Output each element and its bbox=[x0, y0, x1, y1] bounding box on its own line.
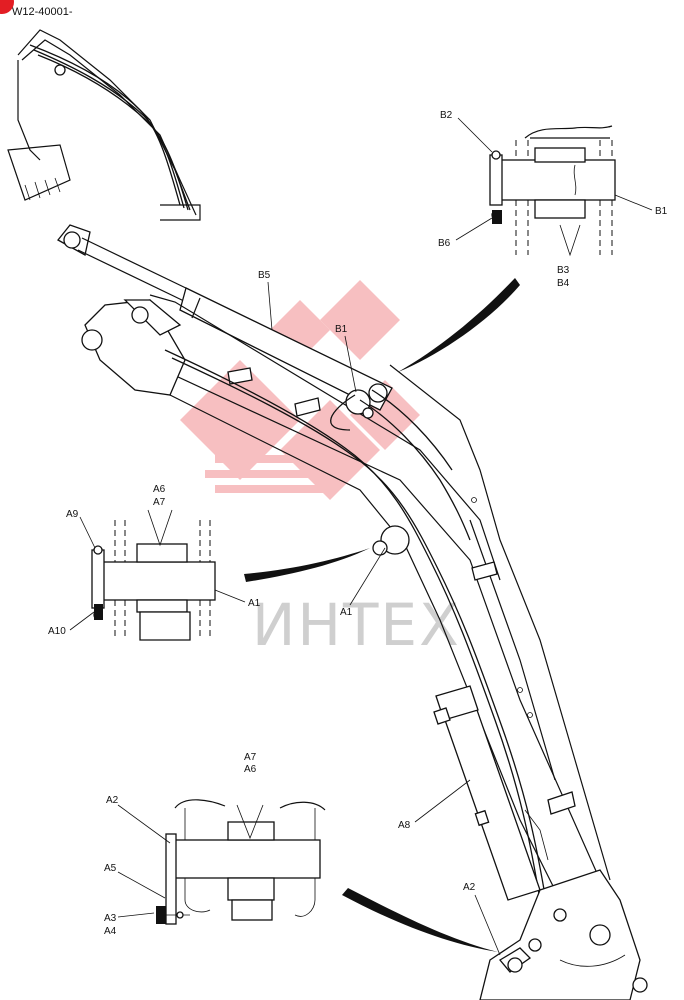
callout-a10: A10 bbox=[48, 626, 66, 637]
callout-a8: A8 bbox=[398, 820, 411, 831]
callout-b5: B5 bbox=[258, 270, 271, 281]
watermark-text: ИНТЕХ bbox=[252, 591, 461, 659]
thumbnail-excavator-arm bbox=[7, 29, 201, 221]
callout-a9: A9 bbox=[66, 509, 79, 520]
callout-b4: B4 bbox=[557, 278, 570, 289]
leader-wedge-a2 bbox=[342, 888, 498, 952]
callout-a5: A5 bbox=[104, 863, 117, 874]
callout-b6: B6 bbox=[438, 238, 451, 249]
header-code: W12-40001- bbox=[12, 6, 73, 18]
callout-b3: B3 bbox=[557, 265, 570, 276]
leader-wedge-b bbox=[398, 278, 520, 372]
callout-a6-bottom: A6 bbox=[244, 764, 257, 775]
callout-a7-top: A7 bbox=[153, 497, 166, 508]
corner-badge bbox=[0, 0, 14, 14]
detail-a-pin-assembly bbox=[91, 509, 216, 641]
callout-a4: A4 bbox=[104, 926, 117, 937]
leader-wedge-a1 bbox=[244, 548, 370, 582]
callout-a7-bottom: A7 bbox=[244, 752, 257, 763]
callout-b1-detail: B1 bbox=[655, 206, 668, 217]
watermark-logo bbox=[180, 280, 420, 500]
callout-a2-detail: A2 bbox=[106, 795, 119, 806]
callout-b1-main: B1 bbox=[335, 324, 348, 335]
callout-a1-detail: A1 bbox=[248, 598, 261, 609]
callout-a2-main: A2 bbox=[463, 882, 476, 893]
detail-a2-pin-assembly bbox=[156, 799, 326, 925]
detail-b-pin-assembly bbox=[489, 125, 616, 257]
callout-b2: B2 bbox=[440, 110, 453, 121]
callout-a1-main: A1 bbox=[340, 607, 353, 618]
main-arm-assembly bbox=[57, 224, 648, 1000]
callout-a3: A3 bbox=[104, 913, 117, 924]
callout-a6-top: A6 bbox=[153, 484, 166, 495]
